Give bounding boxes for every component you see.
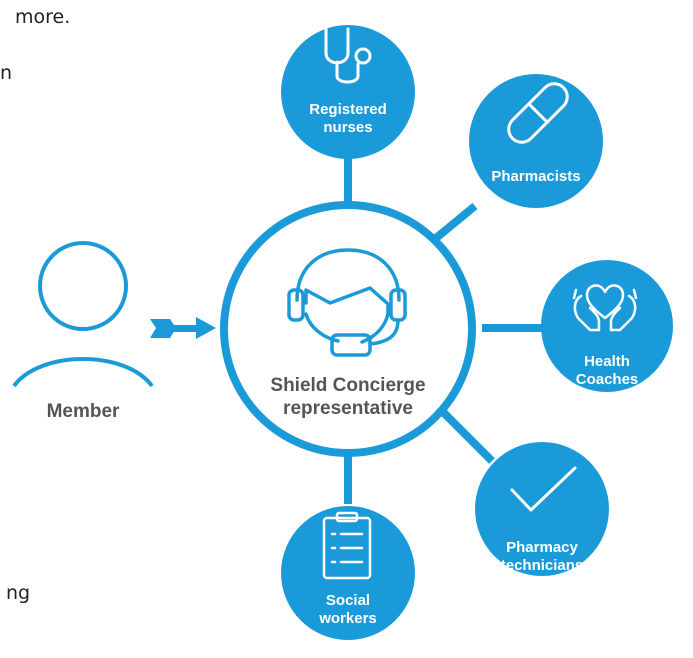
pill-icon — [507, 82, 569, 144]
node-label-line2: workers — [318, 610, 377, 627]
node-label-line1: Social — [326, 592, 370, 609]
arrow-icon — [150, 317, 216, 339]
clipboard-list-icon — [322, 511, 372, 580]
node-label-line2: nurses — [323, 119, 372, 136]
node-label-line1: Health — [584, 353, 630, 370]
center-hub: Shield Concierge representative — [220, 201, 476, 457]
node-label-line2: Coaches — [576, 371, 639, 388]
member-head-icon — [38, 241, 128, 331]
node-circle — [281, 506, 415, 640]
node-pharmacy-technicians: Pharmacy technicians — [475, 442, 609, 576]
center-label-line2: representative — [283, 398, 413, 419]
text-fragment-middle: n — [0, 62, 13, 84]
checkmark-icon — [510, 466, 577, 512]
text-fragment-bottom: ng — [6, 582, 31, 604]
member-label: Member — [47, 401, 120, 422]
node-circle — [469, 74, 603, 208]
center-ring — [220, 201, 476, 457]
node-label-line1: Registered — [309, 101, 387, 118]
node-circle — [281, 25, 415, 159]
heart-hands-icon — [572, 284, 638, 332]
node-label: Pharmacists — [491, 168, 580, 185]
node-label-line2: technicians — [501, 557, 584, 574]
connector-pharmacists — [427, 202, 478, 247]
member-shoulders-icon — [12, 357, 154, 388]
headset-agent-icon — [287, 248, 407, 357]
node-label-line1: Pharmacy — [506, 539, 578, 556]
node-health-coaches: Health Coaches — [541, 260, 673, 392]
center-label-line1: Shield Concierge — [270, 375, 425, 396]
stethoscope-icon — [324, 27, 372, 84]
text-fragment-top: more. — [15, 6, 71, 28]
node-pharmacists: Pharmacists — [469, 74, 603, 208]
member-group: Member — [12, 241, 154, 422]
node-registered-nurses: Registered nurses — [281, 25, 415, 159]
node-circle — [475, 442, 609, 576]
node-social-workers: Social workers — [281, 506, 415, 640]
